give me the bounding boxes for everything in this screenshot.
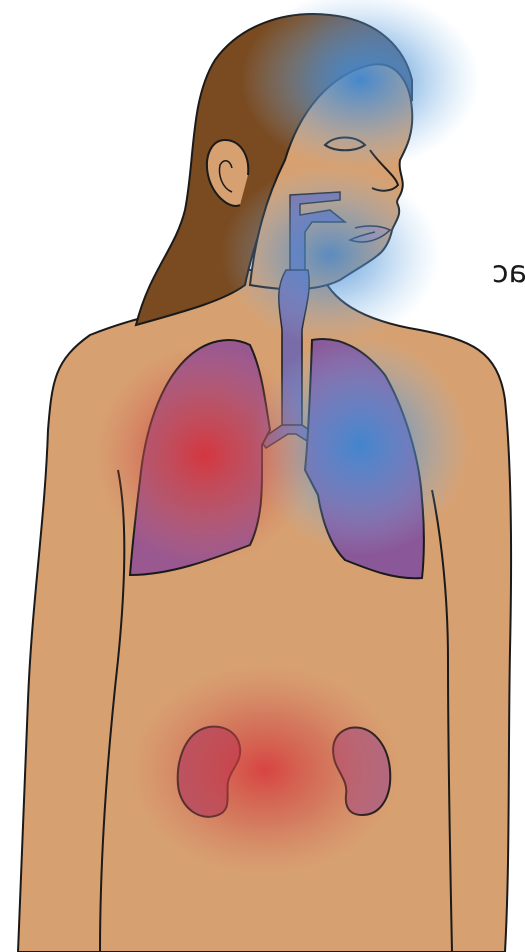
glow-left-lung xyxy=(95,345,315,565)
edge-text: ac xyxy=(492,258,525,288)
glow-neck xyxy=(220,165,440,345)
glow-kidneys xyxy=(130,665,400,875)
